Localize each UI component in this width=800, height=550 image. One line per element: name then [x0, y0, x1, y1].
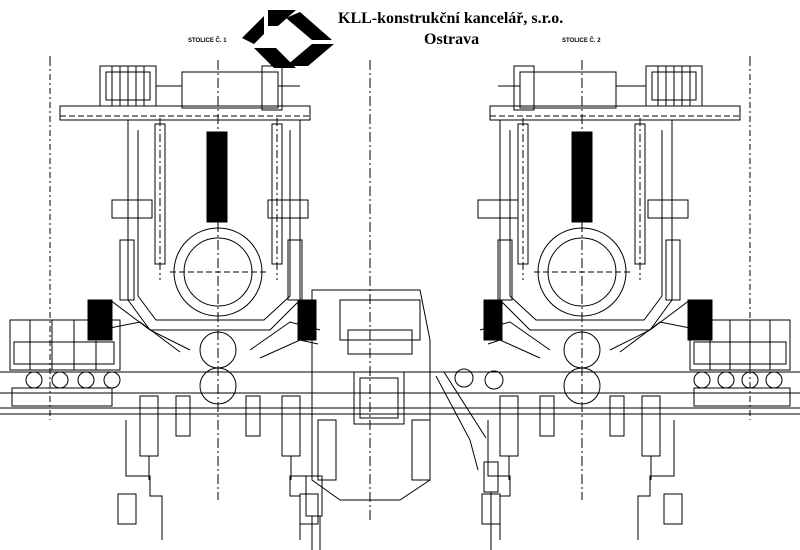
- stand-2: [478, 60, 740, 540]
- stand-1: [60, 60, 320, 540]
- company-city: Ostrava: [424, 31, 480, 48]
- stand-2-work-roll-bottom: [564, 368, 600, 404]
- stand-1-motor-right: [182, 72, 278, 108]
- stand-1-work-roll-bottom: [200, 368, 236, 404]
- inter-stand-equipment: [306, 60, 503, 550]
- stand-2-label: STOLICE Č. 2: [562, 38, 601, 44]
- exit-roller-table: [690, 60, 790, 420]
- inter-stand-housing: [312, 290, 430, 500]
- kll-logo-icon: [242, 10, 334, 68]
- stand-2-motor-left: [520, 72, 616, 108]
- company-name: KLL-konstrukční kancelář, s.r.o.: [338, 10, 564, 27]
- stand-1-label: STOLICE Č. 1: [188, 38, 227, 44]
- inter-stand-motor: [354, 372, 404, 424]
- entry-roller-table: [10, 60, 120, 420]
- stand-1-spring-stack: [207, 132, 227, 222]
